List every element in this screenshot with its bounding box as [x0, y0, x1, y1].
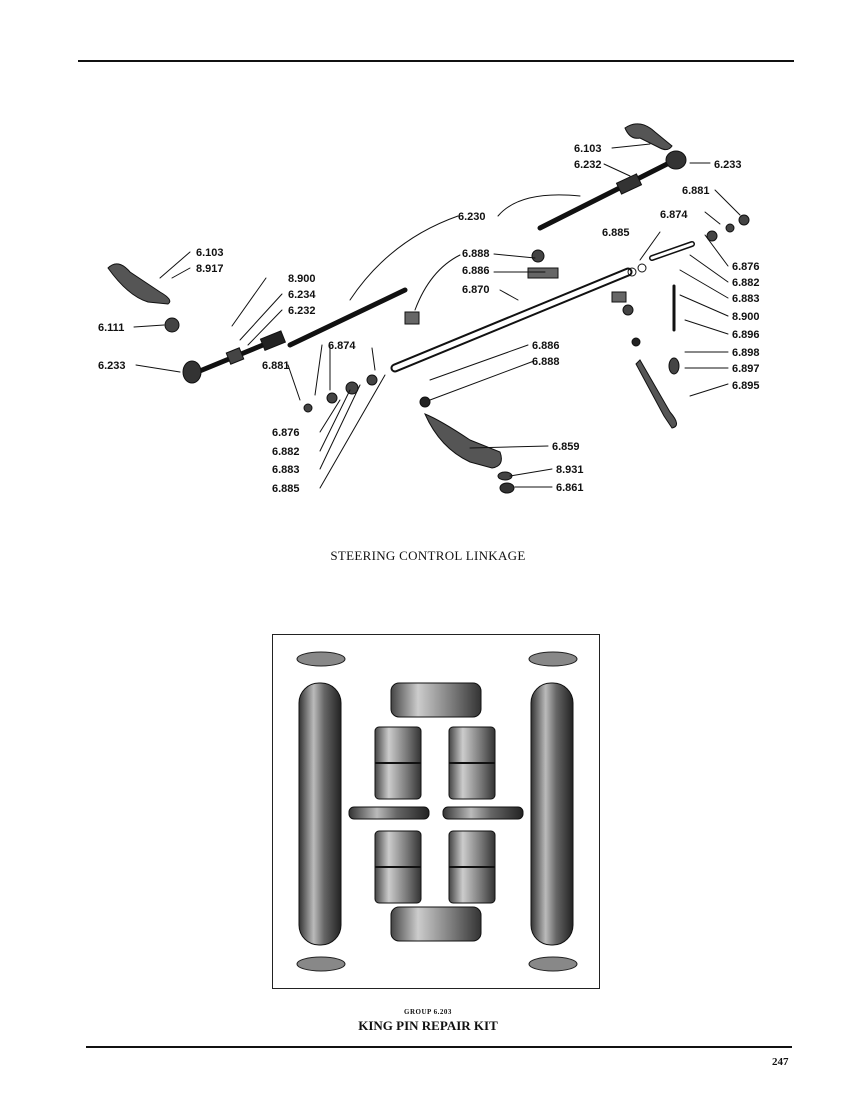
callout: 6.881 [262, 360, 290, 372]
callout: 6.885 [602, 227, 630, 239]
steering-caption: STEERING CONTROL LINKAGE [330, 548, 526, 563]
callout: 6.896 [732, 329, 760, 341]
callout: 8.917 [196, 263, 224, 275]
upper-tie-rod [537, 157, 678, 231]
lock-pin-icon [348, 806, 430, 820]
callout: 6.234 [288, 289, 316, 301]
page-number: 247 [772, 1056, 789, 1068]
thrust-washer-icon [296, 956, 346, 972]
steering-linkage-diagram: 6.103 6.232 6.233 6.881 6.874 6.885 6.23… [98, 123, 760, 495]
king-pin-icon [530, 682, 574, 946]
callout: 6.233 [98, 360, 126, 372]
callout: 8.900 [732, 311, 760, 323]
kit-photo-frame [272, 634, 600, 989]
kit-group-number: GROUP 6.203 [404, 1008, 452, 1016]
callout: 6.888 [532, 356, 560, 368]
thrust-bearing-icon [390, 682, 482, 718]
callout: 6.874 [328, 340, 356, 352]
thrust-washer-icon [528, 956, 578, 972]
callout: 6.882 [272, 446, 300, 458]
callout: 6.883 [272, 464, 300, 476]
thrust-washer-icon [528, 651, 578, 667]
callout: 6.861 [556, 482, 584, 494]
bottom-rule [86, 1046, 792, 1048]
callout: 8.900 [288, 273, 316, 285]
king-pin-icon [298, 682, 342, 946]
king-pin-kit-illustration [296, 651, 578, 972]
callout: 6.897 [732, 363, 760, 375]
callout: 6.876 [732, 261, 760, 273]
callout: 6.895 [732, 380, 760, 392]
thrust-bearing-icon [390, 906, 482, 942]
callout: 6.886 [532, 340, 560, 352]
callout: 6.870 [462, 284, 490, 296]
callout: 6.898 [732, 347, 760, 359]
callout: 6.886 [462, 265, 490, 277]
lock-pin-icon [442, 806, 524, 820]
callout: 6.111 [98, 322, 124, 334]
callout: 6.885 [272, 483, 300, 495]
callout: 8.931 [556, 464, 584, 476]
callout: 6.233 [714, 159, 742, 171]
callout: 6.882 [732, 277, 760, 289]
callout: 6.881 [682, 185, 710, 197]
callout: 6.232 [574, 159, 602, 171]
callout: 6.876 [272, 427, 300, 439]
kit-title: KING PIN REPAIR KIT [358, 1018, 498, 1033]
callout: 6.103 [574, 143, 602, 155]
callout: 6.103 [196, 247, 224, 259]
callout: 6.859 [552, 441, 580, 453]
left-tie-rod [287, 287, 408, 348]
callout: 6.883 [732, 293, 760, 305]
callout: 6.232 [288, 305, 316, 317]
callout: 6.888 [462, 248, 490, 260]
top-rule [78, 60, 794, 62]
callout: 6.230 [458, 211, 486, 223]
callout: 6.874 [660, 209, 688, 221]
thrust-washer-icon [296, 651, 346, 667]
